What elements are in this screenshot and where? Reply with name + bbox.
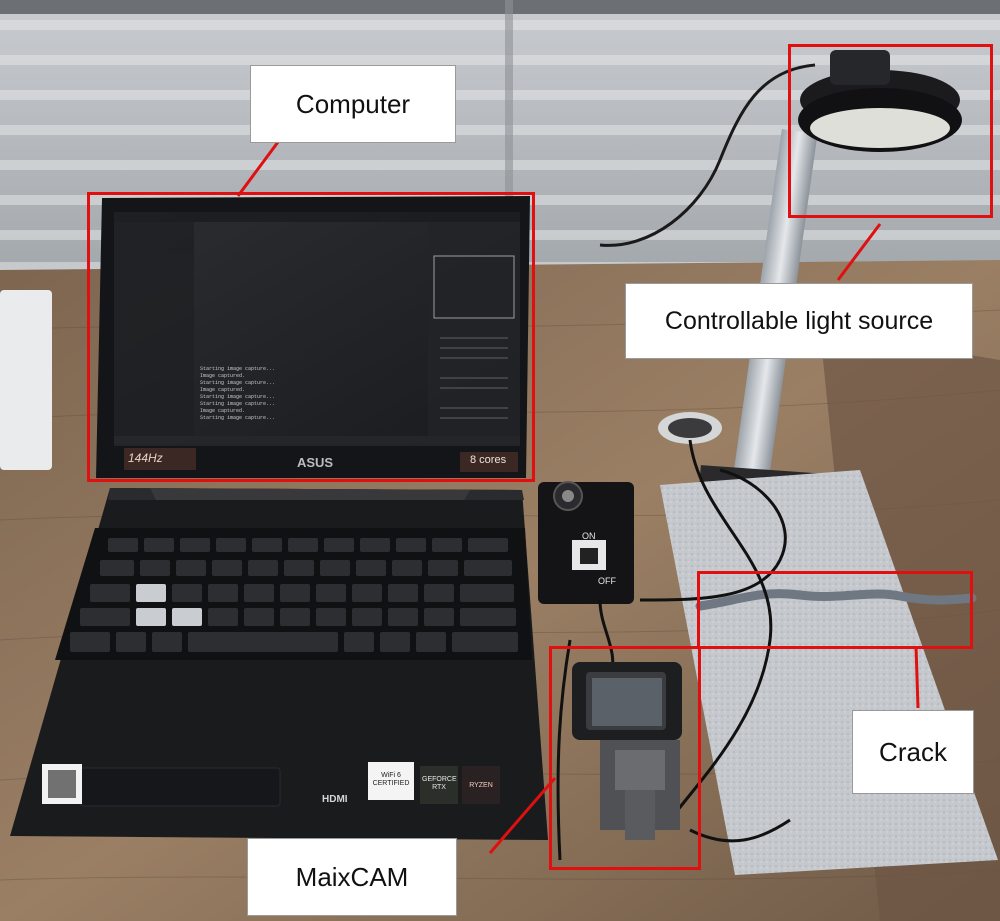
crack-highlight-box xyxy=(697,571,973,649)
console-line: Starting image capture... xyxy=(200,415,276,421)
code-editor-screen xyxy=(114,212,520,446)
computer-highlight-box xyxy=(87,192,535,482)
keyboard-keys xyxy=(70,538,518,652)
window-frame-top xyxy=(0,0,1000,14)
computer-label: Computer xyxy=(250,65,456,143)
hdmi-sticker-text: HDMI xyxy=(322,794,348,805)
console-line: Starting image capture... xyxy=(200,401,276,407)
console-line: Image captured. xyxy=(200,387,246,393)
maixcam-label: MaixCAM xyxy=(247,838,457,916)
console-line: Starting image capture... xyxy=(200,394,276,400)
rtx-sticker-text: GEFORCE RTX xyxy=(422,776,457,791)
screen-badge-right: 8 cores xyxy=(470,454,507,466)
maixcam-device xyxy=(572,662,682,840)
switch-on-label: ON xyxy=(582,531,596,541)
console-output: Starting image capture... Image captured… xyxy=(200,366,380,422)
asus-logo: ASUS xyxy=(297,455,333,470)
crack xyxy=(695,589,977,611)
laptop: ASUS xyxy=(10,196,548,840)
switch-off-label: OFF xyxy=(598,576,616,586)
screen-badge-left: 144Hz xyxy=(128,451,163,465)
light-source-highlight-box xyxy=(788,44,993,218)
ryzen-sticker-text: RYZEN xyxy=(469,782,493,789)
light-source-label: Controllable light source xyxy=(625,283,973,359)
console-line: Starting image capture... xyxy=(200,366,276,372)
cables xyxy=(556,439,791,861)
console-line: Image captured. xyxy=(200,373,246,379)
console-line: Image captured. xyxy=(200,408,246,414)
light-controller-box xyxy=(538,481,634,604)
annotation-leaders xyxy=(236,141,920,854)
maixcam-highlight-box xyxy=(549,646,701,870)
console-line: Starting image capture... xyxy=(200,380,276,386)
window-frame-divider xyxy=(505,0,513,300)
wifi-sticker-text: WiFi 6 CERTIFIED xyxy=(372,772,410,787)
white-equipment xyxy=(0,290,52,470)
crack-label: Crack xyxy=(852,710,974,794)
